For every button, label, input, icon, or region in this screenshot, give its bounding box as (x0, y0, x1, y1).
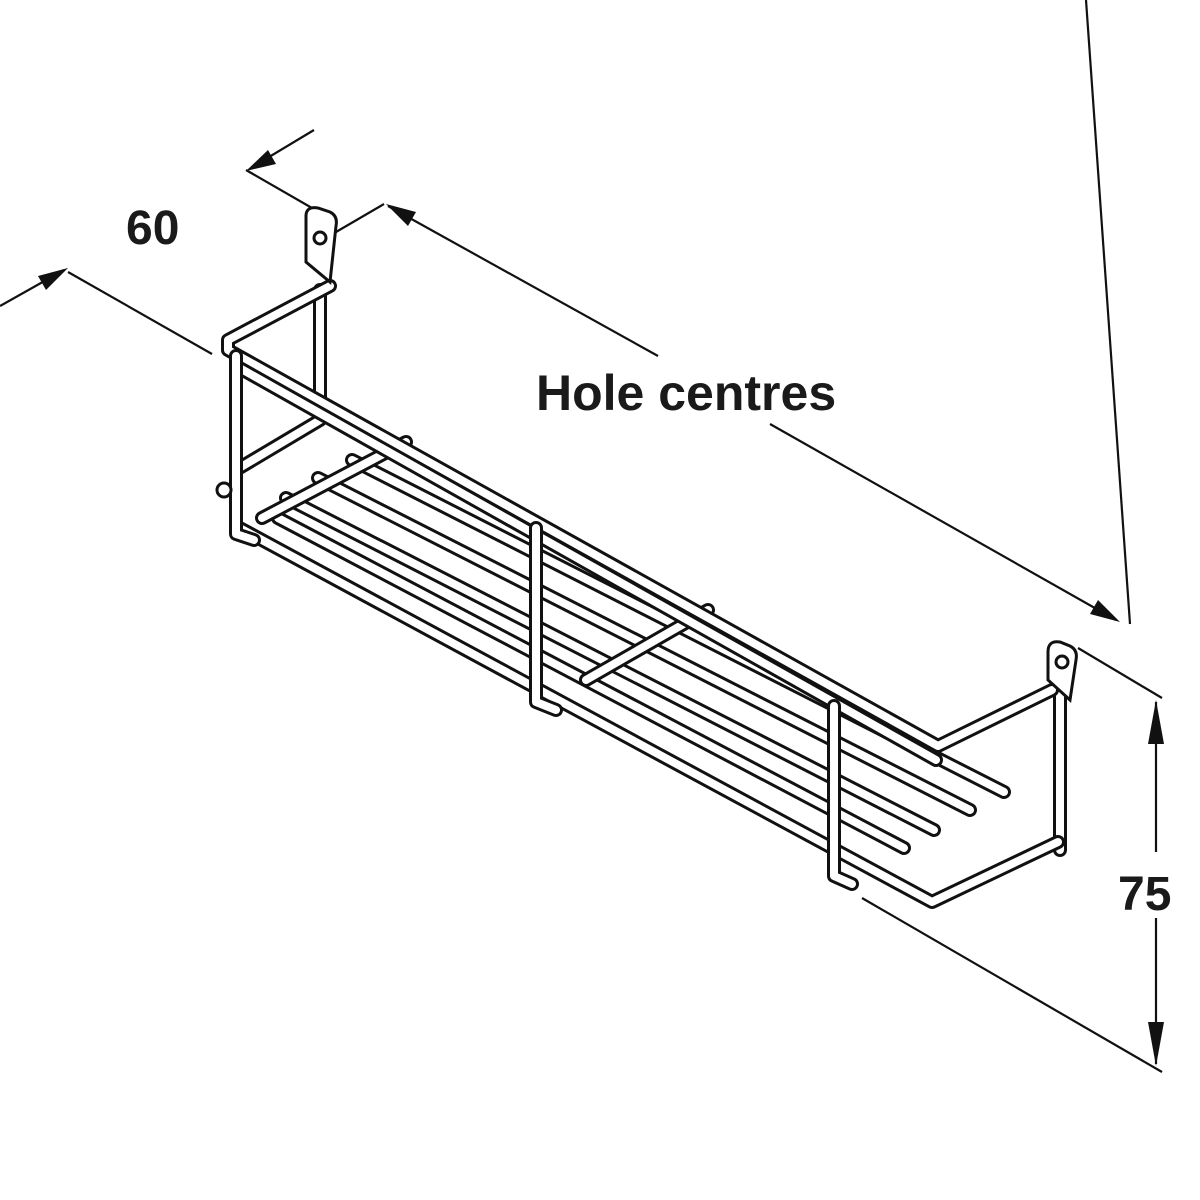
depth-label: 60 (126, 202, 179, 255)
left-rod-ends (215, 481, 233, 499)
hole-centres-label: Hole centres (536, 365, 836, 421)
height-dimension: 75 (861, 647, 1171, 1073)
depth-dimension: 60 (0, 129, 315, 355)
hole-centres-dimension-line-right (769, 423, 1117, 621)
depth-arrow-head-front (38, 268, 68, 290)
depth-extension-line-front (67, 271, 213, 355)
right-bracket-screw-hole (1054, 654, 1070, 670)
left-bracket-screw-hole (312, 230, 328, 246)
hole-centres-arrow-head-right (1090, 600, 1120, 622)
height-extension-bottom (861, 897, 1163, 1073)
hole-centres-arrow-head-left (386, 204, 416, 226)
hole-centres-dimension: Hole centres (335, 0, 1132, 625)
height-extension-top (1077, 647, 1163, 699)
depth-arrow-head-back (246, 150, 276, 171)
bottom-rail (229, 519, 1065, 909)
hole-centres-extension-right (1084, 0, 1132, 625)
top-rail (221, 279, 1059, 767)
height-arrow-head-bottom (1148, 1022, 1164, 1066)
hole-centres-dimension-line-left (387, 205, 659, 357)
height-arrow-head-top (1148, 700, 1164, 744)
right-mounting-bracket (1046, 640, 1078, 703)
depth-extension-line-back (245, 169, 313, 209)
left-mounting-bracket (304, 206, 338, 285)
hole-centres-extension-left (335, 203, 385, 233)
wire-rack (215, 206, 1078, 909)
front-uprights (229, 349, 859, 891)
height-label: 75 (1118, 868, 1171, 921)
